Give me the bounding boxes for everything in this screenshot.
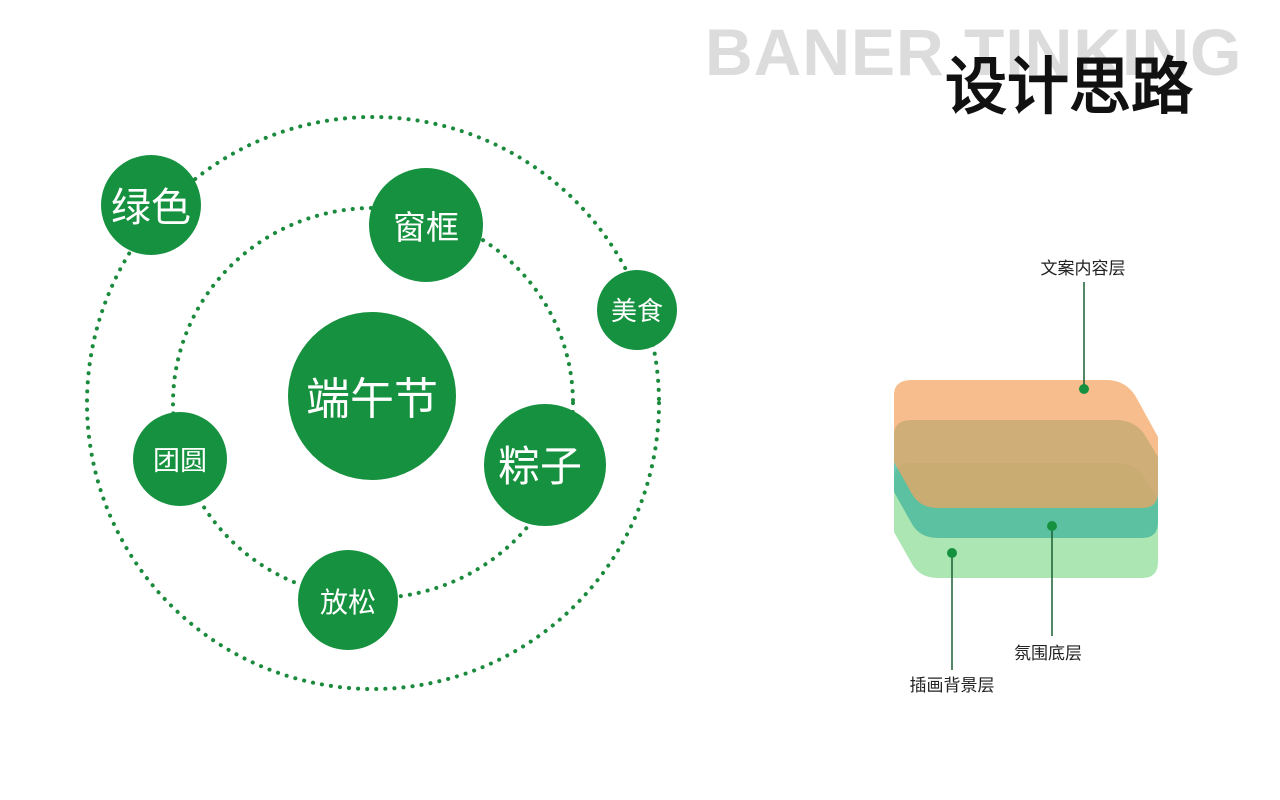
node-inner-label: 团圆 [153, 446, 207, 477]
layer-top-shape [894, 380, 1158, 508]
top-layer-label: 文案内容层 [1041, 259, 1126, 279]
node-inner-label: 窗框 [393, 208, 459, 247]
node-inner: 团圆 [133, 412, 227, 506]
bottom-leader-dot [947, 548, 957, 558]
node-outer: 绿色 [101, 155, 201, 255]
node-outer-label: 美食 [611, 297, 663, 327]
node-inner-label: 粽子 [498, 442, 582, 491]
node-outer: 美食 [597, 270, 677, 350]
background-watermark-title: BANER TINKING [705, 15, 1243, 89]
outer-ring [85, 115, 661, 691]
node-inner: 窗框 [369, 168, 483, 282]
middle-layer-label: 氛围底层 [1014, 644, 1082, 664]
bottom-layer-label: 插画背景层 [910, 676, 995, 696]
top-leader-dot [1079, 384, 1089, 394]
node-outer-label: 绿色 [111, 185, 191, 231]
layer-stack: 文案内容层 氛围底层 插画背景层 [894, 259, 1158, 696]
page-title: 设计思路 [945, 50, 1194, 123]
node-inner: 放松 [298, 550, 398, 650]
node-center-label: 端午节 [306, 374, 438, 425]
middle-leader-dot [1047, 521, 1057, 531]
concept-map: 端午节 窗框 粽子 放松 团圆 绿色 美食 [85, 115, 677, 691]
node-inner: 粽子 [484, 404, 606, 526]
node-center: 端午节 [288, 312, 456, 480]
node-inner-label: 放松 [320, 586, 376, 619]
